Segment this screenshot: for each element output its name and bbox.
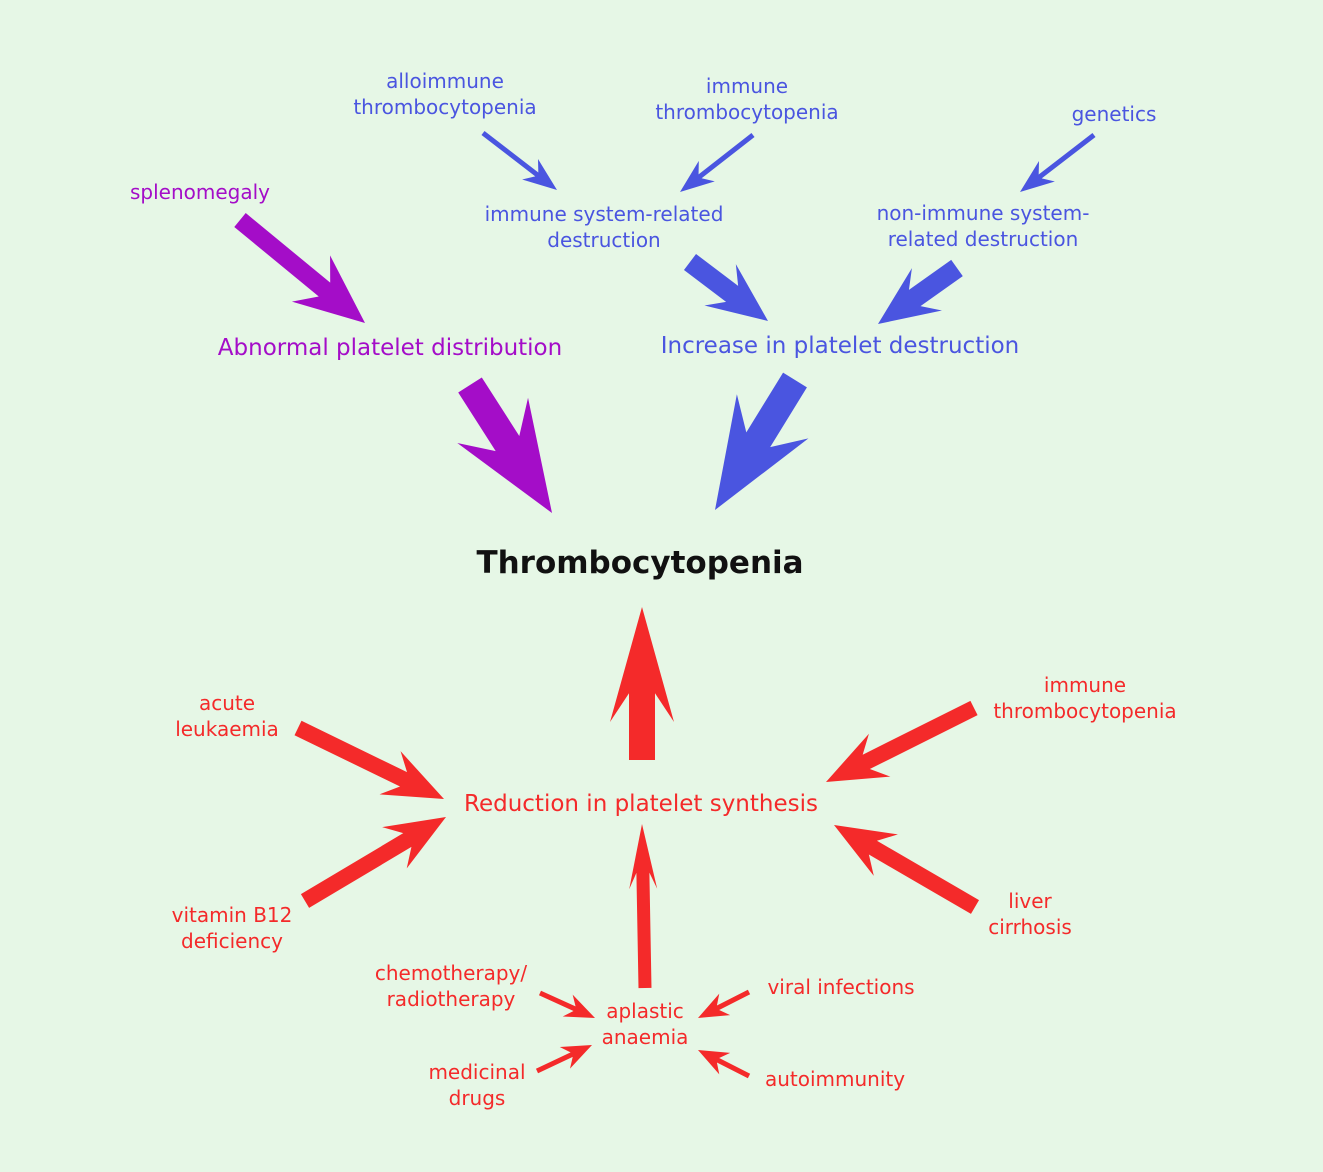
arrow-genetics-to-non-immune	[1020, 133, 1096, 192]
arrow-chemo-to-aplastic	[538, 990, 595, 1018]
node-non-immune-destruction: non-immune system- related destruction	[876, 201, 1090, 251]
node-immune-destruction: immune system-related destruction	[484, 202, 724, 252]
node-abnormal-distribution: Abnormal platelet distribution	[217, 335, 563, 362]
node-aplastic-anaemia: aplastic anaemia	[601, 999, 689, 1049]
cause-medicinal-drugs: medicinal drugs	[428, 1060, 526, 1110]
arrow-aplastic-to-synthesis	[629, 824, 658, 989]
title-thrombocytopenia: Thrombocytopenia	[476, 544, 804, 581]
arrow-b12-to-synthesis	[300, 817, 446, 908]
arrow-distribution-to-thrombocytopenia	[457, 377, 552, 513]
cause-vitamin-b12: vitamin B12 deficiency	[171, 903, 293, 953]
arrow-leukaemia-to-synthesis	[294, 720, 444, 799]
node-increase-destruction: Increase in platelet destruction	[660, 333, 1020, 360]
cause-immune-thrombocytopenia-bottom: immune thrombocytopenia	[993, 673, 1177, 723]
node-reduction-synthesis: Reduction in platelet synthesis	[464, 791, 818, 818]
cause-genetics: genetics	[1071, 102, 1157, 126]
arrow-viral-to-aplastic	[698, 989, 751, 1018]
cause-alloimmune-thrombocytopenia: alloimmune thrombocytopenia	[353, 69, 537, 119]
arrow-splenomegaly-to-distribution	[234, 213, 365, 323]
arrow-autoimmunity-to-aplastic	[698, 1050, 751, 1079]
arrow-drugs-to-aplastic	[535, 1045, 592, 1074]
arrow-immune-thrombo-to-synthesis	[826, 700, 978, 782]
arrow-cirrhosis-to-synthesis	[834, 825, 980, 914]
arrow-alloimmune-to-immune	[481, 131, 557, 190]
cause-liver-cirrhosis: liver cirrhosis	[988, 889, 1072, 939]
arrow-immune-thrombo-to-immune	[680, 133, 755, 192]
arrow-immune-to-increase	[683, 254, 768, 321]
arrow-increase-to-thrombocytopenia	[715, 372, 809, 510]
cause-autoimmunity: autoimmunity	[764, 1067, 906, 1091]
cause-splenomegaly: splenomegaly	[129, 180, 271, 204]
cause-viral-infections: viral infections	[767, 975, 915, 999]
cause-chemo-radiotherapy: chemotherapy/ radiotherapy	[374, 961, 528, 1011]
arrow-non-immune-to-increase	[878, 259, 963, 324]
cause-immune-thrombocytopenia-top: immune thrombocytopenia	[655, 74, 839, 124]
cause-acute-leukaemia: acute leukaemia	[175, 691, 279, 741]
arrow-synthesis-to-thrombocytopenia	[610, 607, 674, 760]
